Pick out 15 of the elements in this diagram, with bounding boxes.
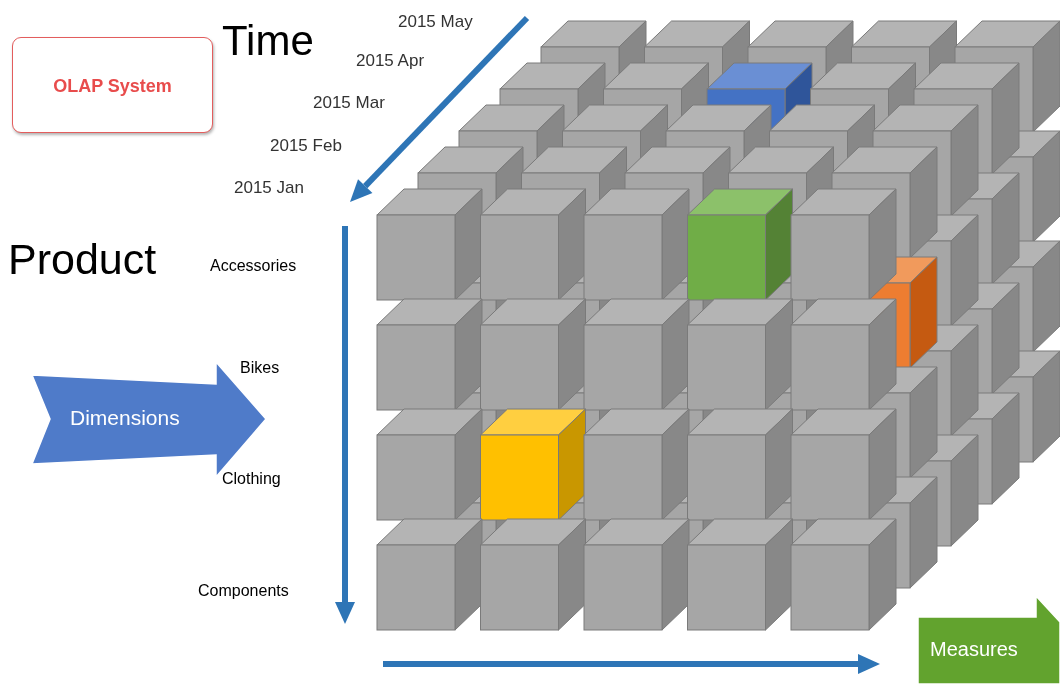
- system-box: [12, 37, 213, 133]
- axis-label: 2015 Mar: [313, 94, 385, 113]
- axis-label: 2015 Jan: [234, 179, 304, 198]
- axis-title: Product: [8, 236, 157, 284]
- axis-label: 2015 Feb: [270, 137, 342, 156]
- axis-label: Components: [198, 582, 289, 600]
- axis-label: 2015 May: [398, 13, 473, 32]
- box-title: OLAP System: [53, 76, 172, 97]
- axis-title: Time: [222, 18, 314, 65]
- axis-label: Accessories: [210, 257, 297, 275]
- arrow-label: Measures: [930, 638, 1018, 661]
- axis-label: Bikes: [240, 359, 280, 377]
- axis-label: Clothing: [222, 470, 281, 488]
- arrow-label: Dimensions: [70, 406, 180, 430]
- axis-label: 2015 Apr: [356, 52, 425, 71]
